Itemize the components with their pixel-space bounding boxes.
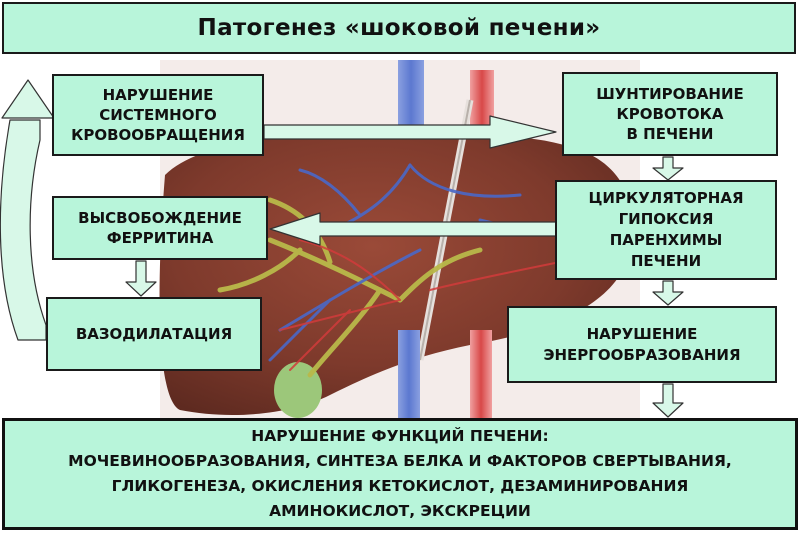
functions-heading: НАРУШЕНИЕ ФУНКЦИЙ ПЕЧЕНИ: <box>251 427 549 445</box>
box-hypoxia-text: ЦИРКУЛЯТОРНАЯ ГИПОКСИЯ ПАРЕНХИМЫ ПЕЧЕНИ <box>588 189 744 270</box>
box-ferritin-release: ВЫСВОБОЖДЕНИЕ ФЕРРИТИНА <box>52 196 268 260</box>
title-text: Патогенез «шоковой печени» <box>197 15 601 41</box>
functions-text-block: НАРУШЕНИЕ ФУНКЦИЙ ПЕЧЕНИ: МОЧЕВИНООБРАЗО… <box>5 424 795 524</box>
feedback-arrow <box>0 119 47 341</box>
arrow-hypoxia-to-energy <box>652 280 684 306</box>
arrow-systemic-to-shunting <box>263 115 557 149</box>
box-energy-production-disorder: НАРУШЕНИЕ ЭНЕРГООБРАЗОВАНИЯ <box>507 306 777 383</box>
box-liver-blood-shunting: ШУНТИРОВАНИЕ КРОВОТОКА В ПЕЧЕНИ <box>562 72 778 156</box>
functions-line-2: МОЧЕВИНООБРАЗОВАНИЯ, СИНТЕЗА БЕЛКА И ФАК… <box>68 452 732 470</box>
arrow-energy-to-functions <box>652 383 684 418</box>
box-vasodilation: ВАЗОДИЛАТАЦИЯ <box>46 297 262 371</box>
box-liver-function-disorder: НАРУШЕНИЕ ФУНКЦИЙ ПЕЧЕНИ: МОЧЕВИНООБРАЗО… <box>2 418 798 530</box>
arrow-hypoxia-to-ferritin <box>269 212 557 246</box>
box-ferritin-text: ВЫСВОБОЖДЕНИЕ ФЕРРИТИНА <box>78 209 242 247</box>
page-title: Патогенез «шоковой печени» <box>2 2 796 54</box>
functions-line-4: АМИНОКИСЛОТ, ЭКСКРЕЦИИ <box>269 502 531 520</box>
arrow-ferritin-to-vasodilation <box>125 260 157 297</box>
box-circulatory-hypoxia: ЦИРКУЛЯТОРНАЯ ГИПОКСИЯ ПАРЕНХИМЫ ПЕЧЕНИ <box>555 180 777 280</box>
box-systemic-circulation-disorder: НАРУШЕНИЕ СИСТЕМНОГО КРОВООБРАЩЕНИЯ <box>52 74 264 156</box>
box-shunting-text: ШУНТИРОВАНИЕ КРОВОТОКА В ПЕЧЕНИ <box>596 85 744 143</box>
functions-line-3: ГЛИКОГЕНЕЗА, ОКИСЛЕНИЯ КЕТОКИСЛОТ, ДЕЗАМ… <box>111 477 689 495</box>
arrow-shunting-to-hypoxia <box>652 156 684 181</box>
box-energy-text: НАРУШЕНИЕ ЭНЕРГООБРАЗОВАНИЯ <box>543 324 741 364</box>
box-systemic-text: НАРУШЕНИЕ СИСТЕМНОГО КРОВООБРАЩЕНИЯ <box>71 86 245 144</box>
box-vasodilation-text: ВАЗОДИЛАТАЦИЯ <box>75 325 233 343</box>
